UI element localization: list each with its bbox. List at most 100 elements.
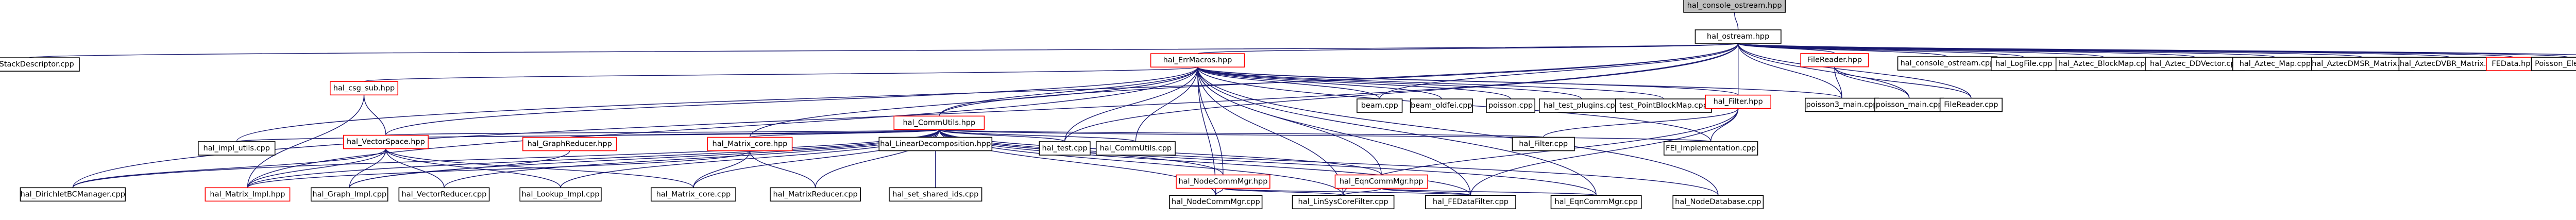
node-box[interactable] xyxy=(1800,53,1869,67)
node-box[interactable] xyxy=(1672,195,1764,210)
graph-node-impl-utils[interactable]: hal_impl_utils.cpp xyxy=(197,141,276,156)
node-box[interactable] xyxy=(1874,97,1944,112)
node-box[interactable] xyxy=(1705,94,1772,109)
node-box[interactable] xyxy=(205,187,291,202)
node-box[interactable] xyxy=(1538,98,1624,113)
node-box[interactable] xyxy=(893,115,985,130)
include-edge xyxy=(1197,67,1471,196)
node-box[interactable] xyxy=(1897,56,1998,71)
graph-node-fei-pointblockmap[interactable]: test_PointBlockMap.cpp xyxy=(1615,98,1712,113)
node-box[interactable] xyxy=(2055,57,2153,71)
node-box[interactable] xyxy=(2311,57,2414,71)
node-box[interactable] xyxy=(1169,195,1263,210)
graph-node-linsyscore[interactable]: hal_LinSysCoreFilter.cpp xyxy=(1292,195,1395,210)
node-box[interactable] xyxy=(1150,53,1245,67)
graph-node-filereader-cpp[interactable]: FileReader.cpp xyxy=(1939,97,2003,112)
graph-node-errmacros[interactable]: hal_ErrMacros.hpp xyxy=(1150,53,1245,67)
graph-node-filereader[interactable]: FileReader.hpp xyxy=(1800,53,1869,67)
graph-node-poisson[interactable]: poisson.cpp xyxy=(1486,98,1535,113)
graph-node-set-shared-ids[interactable]: hal_set_shared_ids.cpp xyxy=(889,187,982,202)
graph-node-eqncommmgr[interactable]: hal_EqnCommMgr.hpp xyxy=(1334,174,1428,189)
node-box[interactable] xyxy=(1615,98,1712,113)
node-box[interactable] xyxy=(770,187,861,202)
graph-node-poisson-main[interactable]: poisson_main.cpp xyxy=(1874,97,1944,112)
node-box[interactable] xyxy=(651,187,736,202)
node-box[interactable] xyxy=(889,187,982,202)
graph-node-matrix-core[interactable]: hal_Matrix_core.hpp xyxy=(707,137,793,151)
graph-node-matrix-core-cpp[interactable]: hal_Matrix_core.cpp xyxy=(651,187,736,202)
graph-node-filter[interactable]: hal_Filter.hpp xyxy=(1705,94,1772,109)
node-box[interactable] xyxy=(1512,137,1575,151)
graph-node-aztec-blockmap[interactable]: hal_Aztec_BlockMap.cpp xyxy=(2055,57,2153,71)
node-box[interactable] xyxy=(1292,195,1395,210)
graph-node-commutils[interactable]: hal_CommUtils.hpp xyxy=(893,115,985,130)
node-box[interactable] xyxy=(197,141,276,156)
node-box[interactable] xyxy=(1357,98,1403,113)
node-box[interactable] xyxy=(1694,29,1782,44)
node-box[interactable] xyxy=(2398,57,2501,71)
graph-node-matrix-impl[interactable]: hal_Matrix_Impl.hpp xyxy=(205,187,291,202)
node-box[interactable] xyxy=(2531,57,2576,71)
graph-node-aztec-ddvector[interactable]: hal_Aztec_DDVector.cpp xyxy=(2145,57,2245,71)
graph-node-nodecommmgr[interactable]: hal_NodeCommMgr.hpp xyxy=(1176,174,1270,189)
graph-node-stackdescriptor[interactable]: hal_StackDescriptor.cpp xyxy=(0,57,80,72)
node-box[interactable] xyxy=(398,187,490,202)
graph-node-beam[interactable]: beam.cpp xyxy=(1357,98,1403,113)
graph-node-aztec-map[interactable]: hal_Aztec_Map.cpp xyxy=(2232,57,2318,71)
node-box[interactable] xyxy=(1990,57,2057,71)
graph-node-aztec-dmsr[interactable]: hal_AztecDMSR_Matrix.cpp xyxy=(2311,57,2414,71)
graph-node-nodedatabase[interactable]: hal_NodeDatabase.cpp xyxy=(1672,195,1764,210)
graph-node-commutils-cpp[interactable]: hal_CommUtils.cpp xyxy=(1095,141,1176,156)
graph-node-eqncommmgr-cpp[interactable]: hal_EqnCommMgr.cpp xyxy=(1550,195,1642,210)
graph-node-test-plugins[interactable]: hal_test_plugins.cpp xyxy=(1538,98,1624,113)
node-box[interactable] xyxy=(311,187,388,202)
graph-node-vectorreducer[interactable]: hal_VectorReducer.cpp xyxy=(398,187,490,202)
graph-node-aztec-dvbr[interactable]: hal_AztecDVBR_Matrix.cpp xyxy=(2398,57,2501,71)
node-box[interactable] xyxy=(707,137,793,151)
graph-node-test-cpp[interactable]: hal_test.cpp xyxy=(1039,141,1091,156)
node-box[interactable] xyxy=(1039,141,1091,156)
graph-node-lineardecomp[interactable]: hal_LinearDecomposition.hpp xyxy=(878,137,993,151)
include-edge xyxy=(349,148,386,188)
node-box[interactable] xyxy=(1095,141,1176,156)
graph-node-vectorspace[interactable]: hal_VectorSpace.hpp xyxy=(343,134,429,149)
graph-node-console-ostream-cpp[interactable]: hal_console_ostream.cpp xyxy=(1897,56,1998,71)
graph-node-fedatafilter[interactable]: hal_FEDataFilter.cpp xyxy=(1425,195,1516,210)
graph-node-csr-sub[interactable]: hal_csg_sub.hpp xyxy=(330,81,399,96)
graph-node-poisson-elem[interactable]: Poisson_Elem.cpp xyxy=(2531,57,2576,71)
node-box[interactable] xyxy=(1683,0,1786,13)
graph-node-ostream[interactable]: hal_ostream.hpp xyxy=(1694,29,1782,44)
node-box[interactable] xyxy=(878,137,993,151)
graph-node-dirichletbc[interactable]: hal_DirichletBCManager.cpp xyxy=(20,187,126,202)
node-box[interactable] xyxy=(1805,97,1879,112)
graph-node-fei-impl[interactable]: FEI_Implementation.cpp xyxy=(1663,141,1758,156)
graph-node-poisson3-main[interactable]: poisson3_main.cpp xyxy=(1805,97,1879,112)
node-box[interactable] xyxy=(2232,57,2318,71)
node-box[interactable] xyxy=(343,134,429,149)
graph-node-graph-impl[interactable]: hal_Graph_Impl.cpp xyxy=(311,187,388,202)
graph-node-lookup-impl[interactable]: hal_Lookup_Impl.cpp xyxy=(519,187,602,202)
node-box[interactable] xyxy=(0,57,80,72)
node-box[interactable] xyxy=(330,81,399,96)
node-box[interactable] xyxy=(2145,57,2245,71)
node-box[interactable] xyxy=(1410,98,1473,113)
node-box[interactable] xyxy=(1425,195,1516,210)
node-box[interactable] xyxy=(1663,141,1758,156)
nodes-layer: hal_console_ostream.hpp hal_ostream.hppha… xyxy=(0,0,2576,210)
graph-node-console-ostream[interactable]: hal_console_ostream.hpp xyxy=(1683,0,1786,13)
graph-node-filter-cpp[interactable]: hal_Filter.cpp xyxy=(1512,137,1575,151)
graph-node-matrixreducer[interactable]: hal_MatrixReducer.cpp xyxy=(770,187,861,202)
node-box[interactable] xyxy=(1550,195,1642,210)
node-box[interactable] xyxy=(1486,98,1535,113)
node-box[interactable] xyxy=(1939,97,2003,112)
include-edge xyxy=(1381,188,1471,196)
node-box[interactable] xyxy=(20,187,126,202)
graph-node-beam-oldfei[interactable]: beam_oldfei.cpp xyxy=(1410,98,1473,113)
node-box[interactable] xyxy=(519,187,602,202)
node-box[interactable] xyxy=(1334,174,1428,189)
graph-node-nodecommmgr-cpp[interactable]: hal_NodeCommMgr.cpp xyxy=(1169,195,1263,210)
node-box[interactable] xyxy=(1176,174,1270,189)
node-box[interactable] xyxy=(522,137,617,151)
graph-node-logfile[interactable]: hal_LogFile.cpp xyxy=(1990,57,2057,71)
graph-node-graphreducer[interactable]: hal_GraphReducer.hpp xyxy=(522,137,617,151)
